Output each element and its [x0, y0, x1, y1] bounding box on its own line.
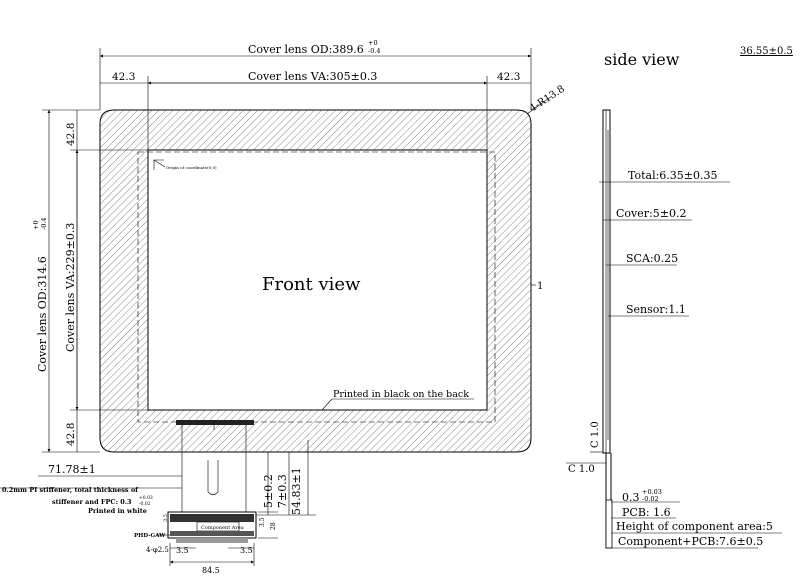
margin-right-label: 42.3 — [497, 71, 520, 83]
dim-a-label: 5±0.2 — [262, 474, 275, 508]
side-c2-label: C 1.0 — [568, 464, 595, 475]
side-cover-lens — [602, 109, 611, 454]
fpc-note-line1: 0.2mm PI stiffener, total thickness of — [2, 486, 139, 494]
fpc-dim-h3: 3.5 — [163, 514, 169, 522]
od-width-tol-dn: -0.4 — [368, 47, 381, 55]
od-height-label: Cover lens OD:314.6 — [36, 256, 49, 372]
dim-c-label: 54.83±1 — [290, 467, 303, 515]
side-cover-label: Cover:5±0.2 — [616, 207, 686, 220]
side-c1-label: C 1.0 — [590, 421, 601, 448]
side-comp-height-label: Height of component area:5 — [616, 520, 773, 533]
fpc-dim-h1: 28 — [270, 522, 277, 530]
side-total-label: Total:6.35±0.35 — [628, 169, 718, 182]
front-view: Origin of coordinate(0,0) Front view Pri… — [99, 109, 543, 453]
fpc-note-tol-up: +0.03 — [139, 495, 153, 501]
side-view-title: side view — [604, 50, 680, 69]
fpc-note-tol-dn: -0.02 — [139, 501, 151, 507]
od-width-label: Cover lens OD:389.6 — [248, 43, 364, 56]
side-fpc-tol-dn: -0.02 — [642, 495, 659, 503]
fpc-detail: 0.2mm PI stiffener, total thickness of s… — [0, 486, 278, 575]
total-width-label: 36.55±0.5 — [740, 46, 793, 57]
od-width-tol-up: +0 — [368, 39, 378, 47]
margin-left-label: 42.3 — [112, 71, 135, 83]
print-note: Printed in black on the back — [333, 389, 469, 400]
side-fpc-tol-up: +0.03 — [642, 488, 662, 496]
fpc-right-small: 3.5 — [240, 546, 253, 555]
left-dimensions: Cover lens OD:314.6 +0 -0.4 42.8 Cover l… — [32, 109, 148, 453]
right-mark: 1 — [537, 281, 543, 292]
fpc-dim-h2: 3.5 — [259, 517, 266, 527]
side-view: side view 36.55±0.5 Total:6.35±0.35 Cove… — [566, 46, 793, 549]
fpc-bottom-width: 84.5 — [202, 566, 220, 575]
va-height-label: Cover lens VA:229±0.3 — [64, 223, 77, 352]
viewing-area — [147, 149, 488, 411]
side-pcb-label: PCB: 1.6 — [622, 506, 671, 519]
component-area-label: Component Area — [201, 525, 244, 531]
origin-label: Origin of coordinate(0,0) — [166, 165, 217, 170]
margin-top-label: 42.8 — [65, 123, 77, 146]
fpc-note-line3: Printed in white — [88, 507, 147, 515]
od-height-tol-up: +0 — [32, 220, 40, 230]
od-height-tol-dn: -0.4 — [40, 217, 48, 230]
dim-b-label: 7±0.3 — [276, 474, 289, 508]
pad-label: PHD-GAW — [134, 533, 166, 539]
fpc-left-small: 3.5 — [176, 546, 189, 555]
side-sensor-label: Sensor:1.1 — [626, 303, 686, 316]
hole-label: 4-φ2.5 — [146, 546, 169, 554]
va-width-label: Cover lens VA:305±0.3 — [248, 70, 377, 83]
margin-bottom-label: 42.8 — [65, 423, 77, 446]
front-view-title: Front view — [262, 274, 361, 295]
side-comp-pcb-label: Component+PCB:7.6±0.5 — [618, 535, 763, 548]
corner-radius-label: 4-R13.8 — [528, 84, 567, 115]
fpc-note-line2: stiffener and FPC: 0.3 — [52, 498, 132, 506]
fpc-offset-label: 71.78±1 — [48, 463, 96, 476]
side-sca-label: SCA:0.25 — [626, 252, 678, 265]
fpc-dimensions: 71.78±1 5±0.2 7±0.3 54.83±1 — [38, 425, 316, 516]
side-fpc-thick: 0.3 — [622, 491, 640, 504]
active-area-outline — [137, 151, 496, 423]
